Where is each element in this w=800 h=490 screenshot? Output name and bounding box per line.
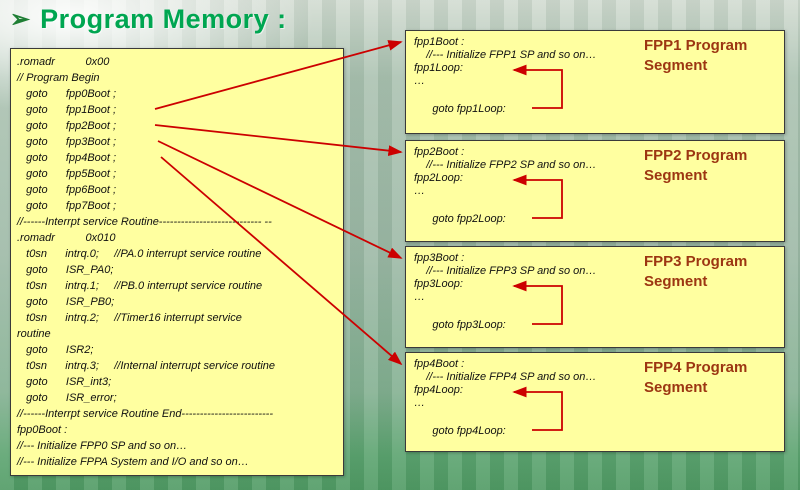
code-line: t0sn intrq.0; //PA.0 interrupt service r… (17, 248, 262, 260)
code-line: goto fpp7Boot ; (17, 200, 117, 212)
code-line: fpp3Boot : (414, 252, 465, 264)
code-line: fpp3Loop: (414, 278, 463, 290)
code-line: //--- Initialize FPPA System and I/O and… (17, 456, 249, 468)
segment-box-fpp3: fpp3Boot : //--- Initialize FPP3 SP and … (405, 246, 785, 348)
segment-title-fpp4: FPP4 Program Segment (644, 359, 748, 396)
code-line: goto ISR_PB0; (17, 296, 115, 308)
code-line: goto ISR_PA0; (17, 264, 114, 276)
code-line: .romadr 0x00 (17, 56, 110, 68)
code-line: … (414, 291, 425, 303)
code-line: // Program Begin (17, 72, 100, 84)
code-line: goto ISR_int3; (17, 376, 112, 388)
segment-code: fpp1Boot : //--- Initialize FPP1 SP and … (414, 36, 776, 116)
code-line: fpp1Boot : (414, 36, 465, 48)
code-line-goto-fpp2boot: goto fpp2Boot ; (17, 120, 117, 132)
segment-box-fpp2: fpp2Boot : //--- Initialize FPP2 SP and … (405, 140, 785, 242)
code-line-goto-fpp1boot: goto fpp1Boot ; (17, 104, 117, 116)
code-line: //--- Initialize FPP3 SP and so on… (414, 265, 597, 277)
segment-title-fpp2: FPP2 Program Segment (644, 147, 748, 184)
code-line: … (414, 397, 425, 409)
code-line: goto fpp3Loop: (414, 319, 506, 331)
code-line-goto-fpp4boot: goto fpp4Boot ; (17, 152, 117, 164)
code-line: fpp0Boot : (17, 424, 68, 436)
code-line: goto ISR2; (17, 344, 94, 356)
arrow-bullet-icon: ➢ (10, 5, 31, 33)
code-line: goto fpp6Boot ; (17, 184, 117, 196)
code-line: //------Interrpt service Routine End----… (17, 408, 274, 420)
code-line: fpp2Boot : (414, 146, 465, 158)
code-line: //--- Initialize FPP0 SP and so on… (17, 440, 188, 452)
code-line: //--- Initialize FPP1 SP and so on… (414, 49, 597, 61)
segment-title-fpp3: FPP3 Program Segment (644, 253, 748, 290)
segment-box-fpp4: fpp4Boot : //--- Initialize FPP4 SP and … (405, 352, 785, 452)
code-line: goto ISR_error; (17, 392, 117, 404)
code-line: goto fpp1Loop: (414, 103, 506, 115)
code-line: //--- Initialize FPP4 SP and so on… (414, 371, 597, 383)
slide-title-row: ➢ Program Memory : (10, 4, 287, 35)
code-line: goto fpp5Boot ; (17, 168, 117, 180)
code-line: fpp4Loop: (414, 384, 463, 396)
code-line: … (414, 185, 425, 197)
page-title: Program Memory : (40, 4, 287, 34)
segment-code: fpp4Boot : //--- Initialize FPP4 SP and … (414, 358, 776, 438)
code-line: fpp2Loop: (414, 172, 463, 184)
code-line: //--- Initialize FPP2 SP and so on… (414, 159, 597, 171)
code-line: goto fpp2Loop: (414, 213, 506, 225)
code-line: fpp1Loop: (414, 62, 463, 74)
code-line: goto fpp0Boot ; (17, 88, 117, 100)
code-line: … (414, 75, 425, 87)
code-line: //------Interrpt service Routine--------… (17, 216, 272, 228)
segment-code: fpp3Boot : //--- Initialize FPP3 SP and … (414, 252, 776, 332)
code-line: .romadr 0x010 (17, 232, 116, 244)
code-line: routine (17, 328, 51, 340)
segment-title-fpp1: FPP1 Program Segment (644, 37, 748, 74)
code-line: goto fpp4Loop: (414, 425, 506, 437)
code-line: t0sn intrq.1; //PB.0 interrupt service r… (17, 280, 263, 292)
code-line: t0sn intrq.2; //Timer16 interrupt servic… (17, 312, 242, 324)
code-line: fpp4Boot : (414, 358, 465, 370)
segment-code: fpp2Boot : //--- Initialize FPP2 SP and … (414, 146, 776, 226)
code-line: t0sn intrq.3; //Internal interrupt servi… (17, 360, 276, 372)
segment-box-fpp1: fpp1Boot : //--- Initialize FPP1 SP and … (405, 30, 785, 134)
code-line-goto-fpp3boot: goto fpp3Boot ; (17, 136, 117, 148)
memory-listing-box: .romadr 0x00 // Program Begin goto fpp0B… (10, 48, 344, 476)
